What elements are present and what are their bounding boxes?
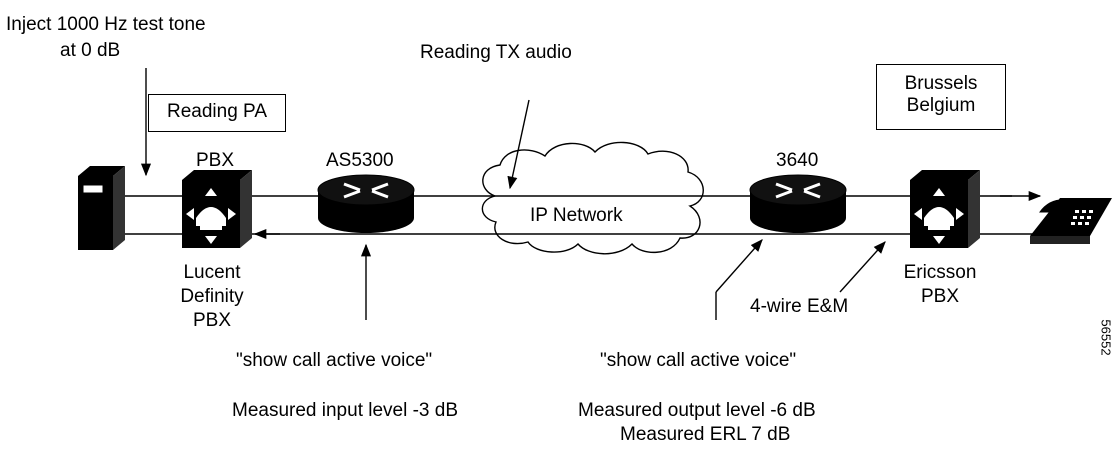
four-wire-arrow: [839, 241, 886, 293]
show-call-left-label: "show call active voice": [236, 350, 433, 371]
measured-input-label: Measured input level -3 dB: [232, 400, 459, 421]
pbx-label: PBX: [196, 150, 235, 171]
brussels-box: Brussels Belgium: [876, 64, 1006, 130]
reading-pa-label: Reading PA: [167, 101, 267, 122]
inject-label-line1: Inject 1000 Hz test tone: [6, 14, 206, 35]
figure-id: 56552: [1098, 319, 1114, 356]
telephone-icon: [1030, 198, 1112, 244]
ip-network-label: IP Network: [530, 205, 623, 226]
four-wire-label: 4-wire E&M: [750, 296, 849, 317]
as5300-router-icon: [317, 174, 415, 233]
ericsson-label-line2: PBX: [920, 286, 960, 307]
as5300-label: AS5300: [326, 150, 394, 171]
reading-tx-arrow: [507, 99, 530, 190]
measured-erl-label: Measured ERL 7 dB: [620, 424, 791, 445]
lucent-label-line2: Definity: [180, 286, 244, 307]
ip-network-cloud-icon: [481, 141, 704, 255]
router-3640-icon: [749, 174, 847, 233]
measured-output-label: Measured output level -6 dB: [578, 400, 816, 421]
inject-label-line2: at 0 dB: [60, 40, 121, 61]
show-call-right-label: "show call active voice": [600, 350, 797, 371]
ericsson-pbx-icon: [910, 170, 980, 248]
server-icon: [78, 166, 125, 250]
lucent-label-line1: Lucent: [183, 262, 241, 283]
reading-pa-box: Reading PA: [148, 94, 286, 132]
router-3640-label: 3640: [776, 150, 819, 171]
lucent-label-line3: PBX: [192, 310, 232, 331]
ericsson-label-line1: Ericsson: [903, 262, 977, 283]
output-level-arrow: [715, 239, 763, 293]
reading-tx-label: Reading TX audio: [420, 42, 572, 63]
brussels-label-line1: Brussels: [904, 73, 978, 94]
lucent-pbx-icon: [182, 170, 252, 248]
brussels-label-line2: Belgium: [906, 95, 976, 116]
